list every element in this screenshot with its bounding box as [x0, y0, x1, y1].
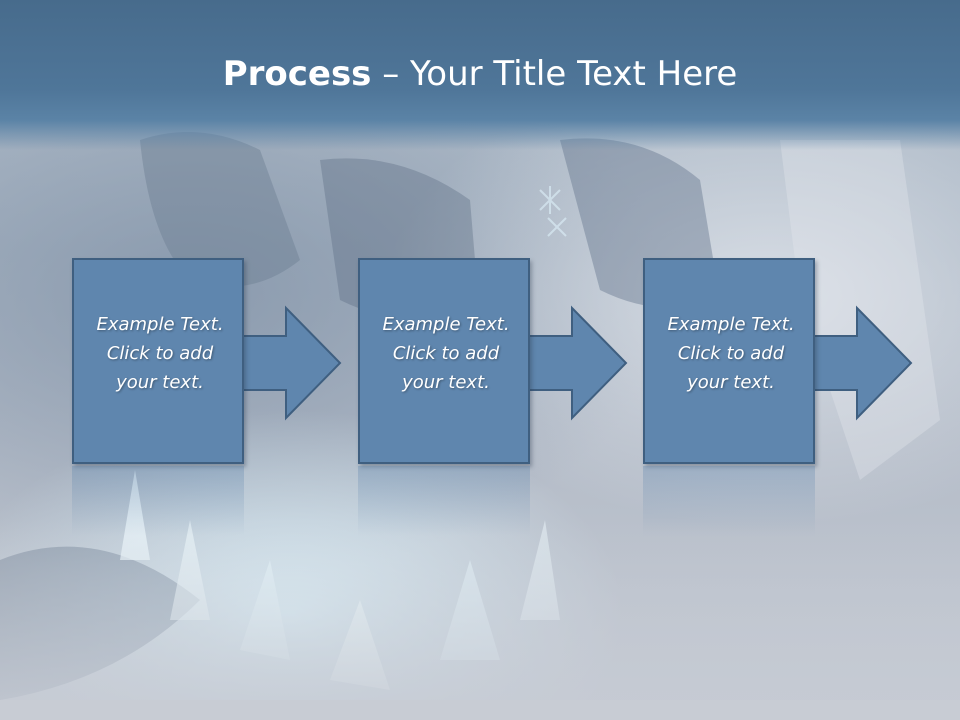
- title-bar: [0, 0, 960, 150]
- step-text-line: your text.: [116, 372, 204, 393]
- step-reflection: [643, 466, 815, 536]
- slide-title[interactable]: Process – Your Title Text Here: [0, 50, 960, 98]
- step-text[interactable]: Example Text. Click to add your text.: [74, 310, 246, 397]
- step-reflection: [358, 466, 530, 536]
- step-text-line: Click to add: [677, 343, 785, 364]
- title-bold-part: Process: [222, 54, 372, 94]
- step-box[interactable]: Example Text. Click to add your text.: [358, 258, 530, 464]
- step-text-line: your text.: [687, 372, 775, 393]
- step-box[interactable]: Example Text. Click to add your text.: [643, 258, 815, 464]
- right-arrow-icon[interactable]: [527, 305, 628, 421]
- step-text-line: Example Text.: [96, 314, 224, 335]
- right-arrow-icon[interactable]: [241, 305, 342, 421]
- step-box[interactable]: Example Text. Click to add your text.: [72, 258, 244, 464]
- right-arrow-icon[interactable]: [812, 305, 913, 421]
- step-text-line: Click to add: [106, 343, 214, 364]
- footer-strip: [0, 700, 960, 720]
- step-text-line: Example Text.: [667, 314, 795, 335]
- step-text-line: Example Text.: [382, 314, 510, 335]
- step-text-line: your text.: [402, 372, 490, 393]
- step-text[interactable]: Example Text. Click to add your text.: [645, 310, 817, 397]
- step-text[interactable]: Example Text. Click to add your text.: [360, 310, 532, 397]
- step-text-line: Click to add: [392, 343, 500, 364]
- title-rest-part: – Your Title Text Here: [371, 54, 738, 94]
- step-reflection: [72, 466, 244, 536]
